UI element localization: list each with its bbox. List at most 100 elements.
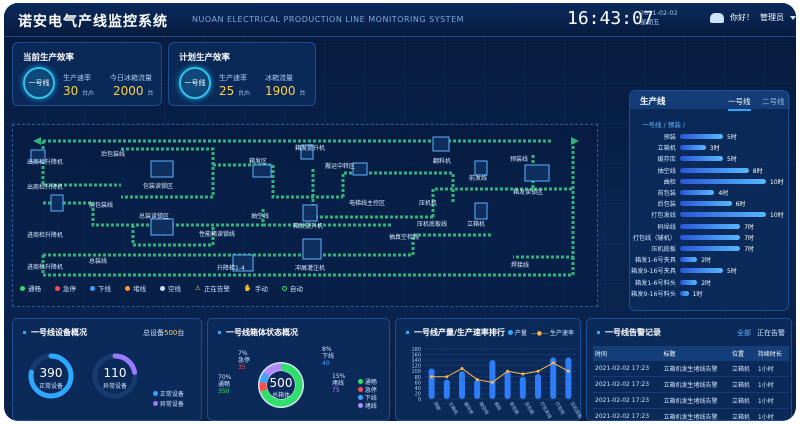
row-label: 曲检 — [663, 178, 676, 186]
row-bar — [680, 212, 766, 218]
chart-legend: 产量 —●— 生产速率 — [508, 328, 574, 337]
x-tick-label: 打包发线 — [538, 401, 553, 421]
flow-node[interactable]: 电梯线主控区 — [349, 200, 386, 207]
user-menu[interactable]: 你好！ 管理员 — [710, 12, 796, 23]
flow-node[interactable]: 总装线 — [89, 258, 108, 265]
flow-node[interactable]: 性能箱读锁线 — [199, 231, 236, 238]
flow-node[interactable]: 压机机 — [419, 200, 438, 207]
current-line-badge[interactable]: 一号线 — [23, 67, 55, 99]
row-value: 7时 — [744, 223, 755, 231]
tab-alarm-active[interactable]: 正在告警 — [757, 329, 785, 337]
flow-node[interactable]: 进商检升降机 — [27, 264, 64, 271]
flow-node[interactable]: 抽空线 — [251, 213, 270, 220]
legend-dot-icon — [358, 395, 363, 400]
row-value: 2时 — [701, 279, 712, 287]
flow-legend: 通畅 急停 下线 堵线 空线 ⚠正在告警 ✋手动 自动 — [20, 283, 303, 293]
production-line-row[interactable]: 箱发9-16号夹具 5时 — [630, 265, 790, 275]
tab-alarm-all[interactable]: 全部 — [737, 329, 751, 337]
flow-node[interactable]: 总装读锁区 — [139, 213, 170, 220]
normal-count: 390 — [39, 366, 63, 380]
flow-node[interactable]: 出商检升降机 — [27, 184, 64, 191]
flow-lines — [30, 136, 579, 277]
planned-line-badge[interactable]: 一号线 — [179, 67, 211, 99]
flow-node[interactable]: 立箱机 — [467, 221, 486, 228]
legend-item: 自动 — [281, 283, 303, 293]
bar — [474, 379, 481, 399]
row-bar — [680, 178, 766, 184]
table-cell: 1小时 — [755, 408, 789, 421]
row-value: 3时 — [709, 145, 720, 153]
row-value: 4时 — [718, 190, 729, 197]
row-label: 预装 — [663, 134, 676, 141]
row-bar — [680, 167, 749, 173]
flow-node[interactable]: 箱发提升机 — [293, 223, 324, 230]
status-dot-icon — [55, 285, 60, 291]
flow-node[interactable]: 压机底板线 — [417, 221, 448, 228]
tab-line-1[interactable]: 一号线 — [728, 96, 751, 111]
row-bar — [680, 268, 723, 274]
flow-node[interactable]: 箱发读锁区 — [513, 189, 544, 196]
donut-slice — [259, 363, 303, 407]
bar — [519, 376, 526, 399]
row-label: 打包发线 — [651, 212, 676, 220]
legend-item: ✋手动 — [243, 284, 268, 293]
flow-node[interactable]: 搬运中转区 — [325, 163, 356, 170]
body-status-legend: 通畅 急停 下线 堵线 — [358, 379, 377, 411]
tab-line-2[interactable]: 二号线 — [762, 97, 785, 106]
table-cell: 立箱机发生堵线告警 — [661, 361, 730, 377]
table-cell: 立箱机 — [729, 408, 756, 421]
flow-node[interactable]: 箱发区 — [249, 158, 268, 165]
flow-node[interactable]: 前发线 — [469, 175, 488, 182]
row-label: 箱发9-16号夹具 — [631, 268, 676, 276]
flow-node[interactable]: 焊接线 — [511, 262, 530, 269]
user-name: 管理员 — [760, 13, 784, 22]
flow-node[interactable]: 冲屑灌注机 — [295, 265, 326, 272]
page-subtitle: NUOAN ELECTRICAL PRODUCTION LINE MONITOR… — [192, 15, 465, 24]
flow-node[interactable]: 后包装线 — [101, 151, 126, 158]
flow-node[interactable]: 预装线 — [510, 156, 529, 163]
bar — [443, 379, 450, 399]
flow-node[interactable]: 前包装线 — [89, 202, 114, 209]
production-line-row[interactable]: 打包线（辅机）7时 — [630, 232, 790, 242]
row-value: 5时 — [727, 268, 737, 276]
legend-dot-icon — [358, 403, 363, 408]
row-label: 箱发1-6号夹具 — [634, 257, 676, 265]
flow-node[interactable]: 升降梯1-4 — [217, 265, 245, 272]
date-text: 2021-02-02 — [640, 9, 678, 17]
legend-item: 通畅 — [20, 283, 41, 293]
table-cell: 立箱机 — [729, 392, 756, 409]
x-tick-label: 打包线 — [553, 401, 566, 417]
breadcrumb[interactable]: 一号线 / 预装 / — [642, 121, 686, 129]
page-title: 诺安电气产线监控系统 — [18, 14, 168, 30]
flow-node[interactable]: 进商检升降机 — [27, 232, 64, 239]
body-total-label: 总箱体 — [271, 392, 290, 399]
flow-node[interactable]: 箱发提升机 — [295, 145, 326, 152]
abnormal-label: 异常设备 — [102, 383, 127, 390]
flow-node[interactable]: 翻料机 — [433, 158, 452, 165]
row-value: 8时 — [752, 167, 763, 175]
table-cell: 2021-02-02 17:23 — [593, 408, 662, 421]
flow-node[interactable]: 包装读锁区 — [143, 183, 174, 190]
flow-node[interactable]: 出商检升降机 — [27, 159, 64, 166]
flow-node[interactable]: 抽真空检线 — [389, 234, 420, 241]
